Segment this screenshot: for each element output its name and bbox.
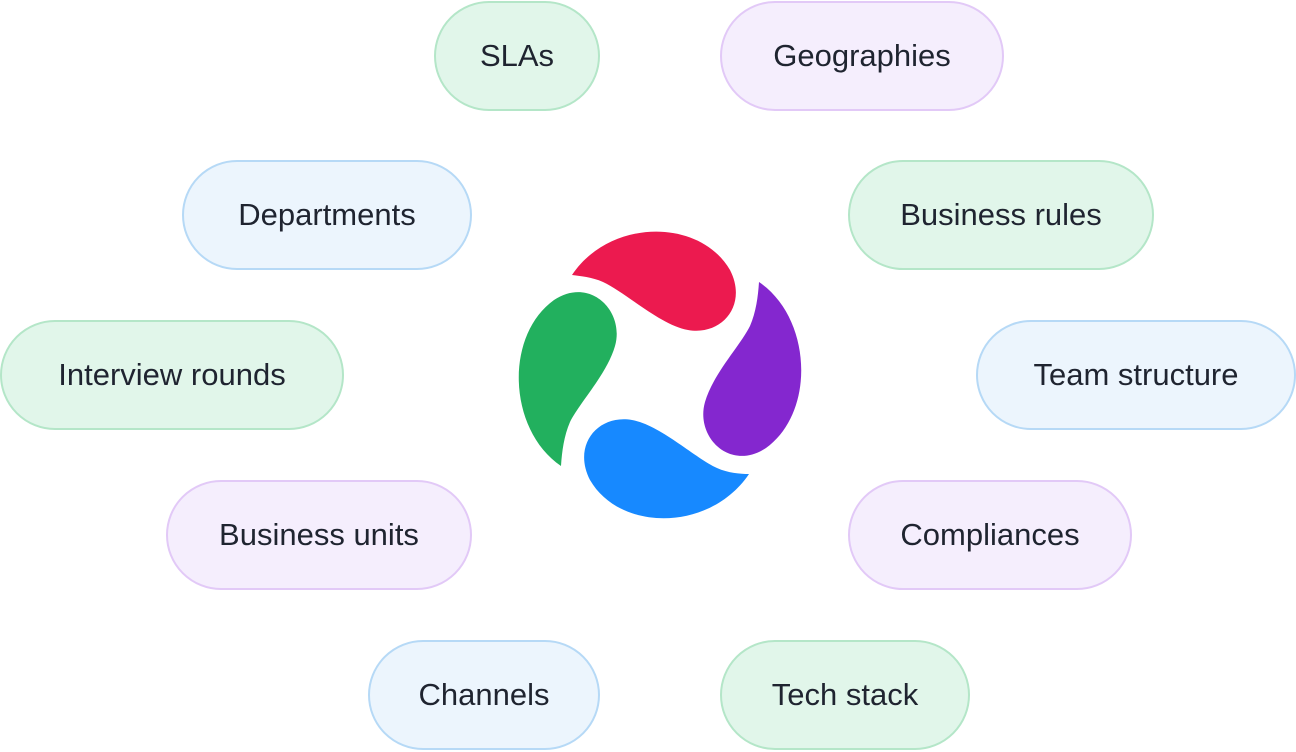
node-slas: SLAs	[434, 1, 600, 111]
node-label: Geographies	[773, 38, 951, 73]
node-label: Departments	[238, 197, 416, 232]
node-team-structure: Team structure	[976, 320, 1296, 430]
node-label: Tech stack	[771, 677, 919, 712]
logo-petal-red	[572, 231, 736, 331]
logo-petal-green	[518, 292, 617, 466]
node-tech-stack: Tech stack	[720, 640, 970, 750]
node-label: Business units	[219, 517, 419, 552]
node-business-rules: Business rules	[848, 160, 1154, 270]
node-business-units: Business units	[166, 480, 472, 590]
node-label: Compliances	[900, 517, 1080, 552]
node-label: Interview rounds	[58, 357, 286, 392]
node-label: Business rules	[900, 197, 1102, 232]
node-label: Team structure	[1033, 357, 1239, 392]
node-compliances: Compliances	[848, 480, 1132, 590]
pinwheel-logo-icon	[518, 231, 802, 519]
logo-petal-blue	[584, 419, 749, 519]
logo-petal-purple	[703, 282, 802, 456]
node-label: SLAs	[479, 38, 555, 73]
node-label: Channels	[418, 677, 550, 712]
node-departments: Departments	[182, 160, 472, 270]
node-channels: Channels	[368, 640, 600, 750]
node-interview-rounds: Interview rounds	[0, 320, 344, 430]
node-geographies: Geographies	[720, 1, 1004, 111]
